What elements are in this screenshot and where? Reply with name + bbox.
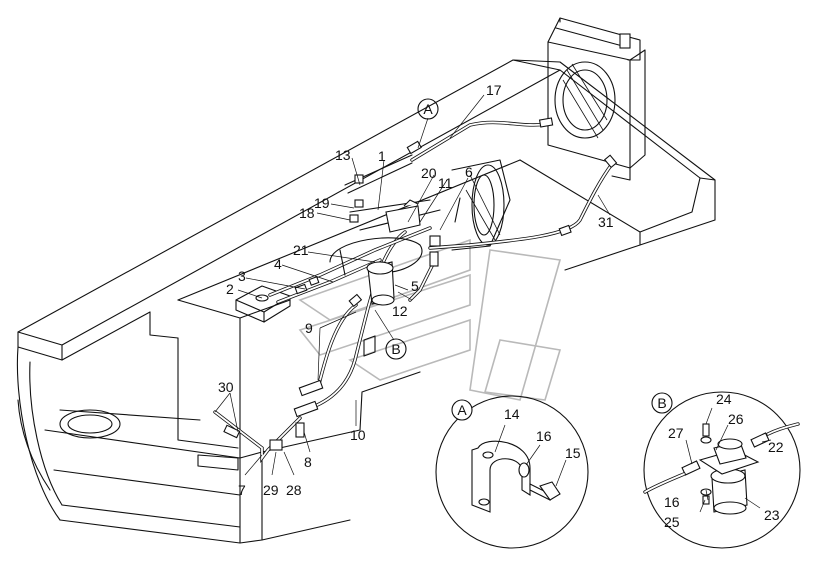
view-marker-b: B [385,338,407,360]
label-part-9: 9 [305,320,313,336]
radiator [547,17,646,181]
part-labels: 13 1 17 20 11 6 19 18 21 4 3 2 5 12 31 9… [218,82,784,530]
label-part-10: 10 [350,427,366,443]
detail-b-label: B [657,395,666,411]
label-part-16-b: 16 [664,494,680,510]
label-part-26: 26 [728,411,744,427]
label-part-8: 8 [304,454,312,470]
label-part-12: 12 [392,303,408,319]
label-part-24: 24 [716,391,732,407]
label-part-31: 31 [598,214,614,230]
detail-a-label: A [457,402,467,418]
label-part-11: 11 [438,175,453,191]
label-part-20: 20 [421,165,437,181]
label-part-1: 1 [378,148,386,164]
label-part-22: 22 [768,439,784,455]
label-part-17: 17 [486,82,502,98]
label-part-3: 3 [238,268,246,284]
label-part-28: 28 [286,482,302,498]
hose-lines [213,120,614,464]
label-part-5: 5 [411,278,419,294]
view-b-label: B [391,341,400,357]
label-part-16-a: 16 [536,428,552,444]
label-part-14: 14 [504,406,520,422]
machine-frame [16,59,716,544]
label-part-19: 19 [314,195,330,211]
detail-view-a: A [435,395,589,549]
label-part-18: 18 [299,205,315,221]
label-part-15: 15 [565,445,581,461]
fittings [223,117,618,451]
label-part-21: 21 [293,242,309,258]
leader-lines [214,94,611,476]
label-part-6: 6 [465,164,473,180]
label-part-30: 30 [218,379,234,395]
label-part-13: 13 [335,147,351,163]
label-part-4: 4 [274,256,282,272]
label-part-23: 23 [764,507,780,523]
view-marker-a: A [417,98,439,120]
view-a-label: A [423,101,433,117]
label-part-27: 27 [668,425,684,441]
label-part-7: 7 [238,482,246,498]
detail-view-b: B [643,391,801,549]
fan-shroud [451,159,511,251]
label-part-2: 2 [226,281,234,297]
label-part-29: 29 [263,482,279,498]
watermark-logo-icon [298,238,562,401]
label-part-25: 25 [664,514,680,530]
